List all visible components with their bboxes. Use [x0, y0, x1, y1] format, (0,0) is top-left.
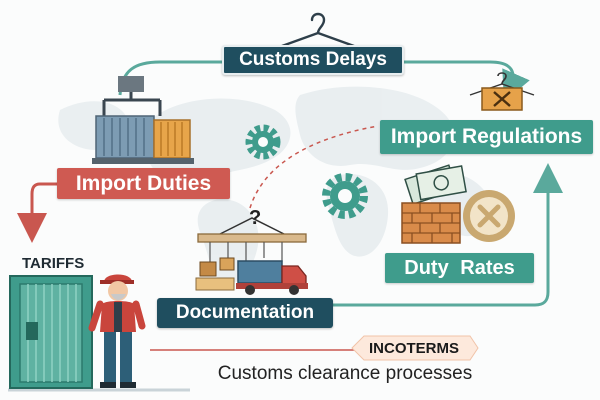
gear-icon: [322, 173, 368, 219]
truck-icon: [236, 260, 308, 295]
dashed-arc: [249, 125, 379, 209]
tariffs-label: TARIFFS: [22, 254, 85, 272]
incoterms-tag-shape: [351, 335, 479, 361]
customs-gate-icon: [9, 275, 93, 389]
caption-text: Customs clearance processes: [217, 363, 473, 384]
crane-question-icon: ?: [195, 207, 307, 291]
bank-note-icon: [404, 164, 467, 206]
brick-wall-icon: [401, 202, 461, 244]
crane-cargo-icon: [92, 76, 194, 164]
duty-rates-label: Duty Rates: [385, 253, 534, 283]
gear-icon: [245, 124, 281, 160]
import-regulations-label: Import Regulations: [380, 120, 593, 154]
worker-icon: [88, 274, 146, 388]
hanger-icon: [280, 12, 356, 48]
crate-icon: [469, 72, 535, 111]
customs-delays-label: Customs Delays: [222, 45, 404, 75]
arrow-documentation-to-regulations: [333, 163, 563, 307]
documentation-label: Documentation: [157, 298, 333, 328]
svg-text:?: ?: [249, 207, 261, 229]
arrow-duties-to-tariffs: [17, 182, 57, 243]
import-duties-label: Import Duties: [57, 168, 230, 199]
x-badge-icon: [463, 190, 515, 242]
incoterms-label: INCOTERMS: [369, 339, 459, 357]
